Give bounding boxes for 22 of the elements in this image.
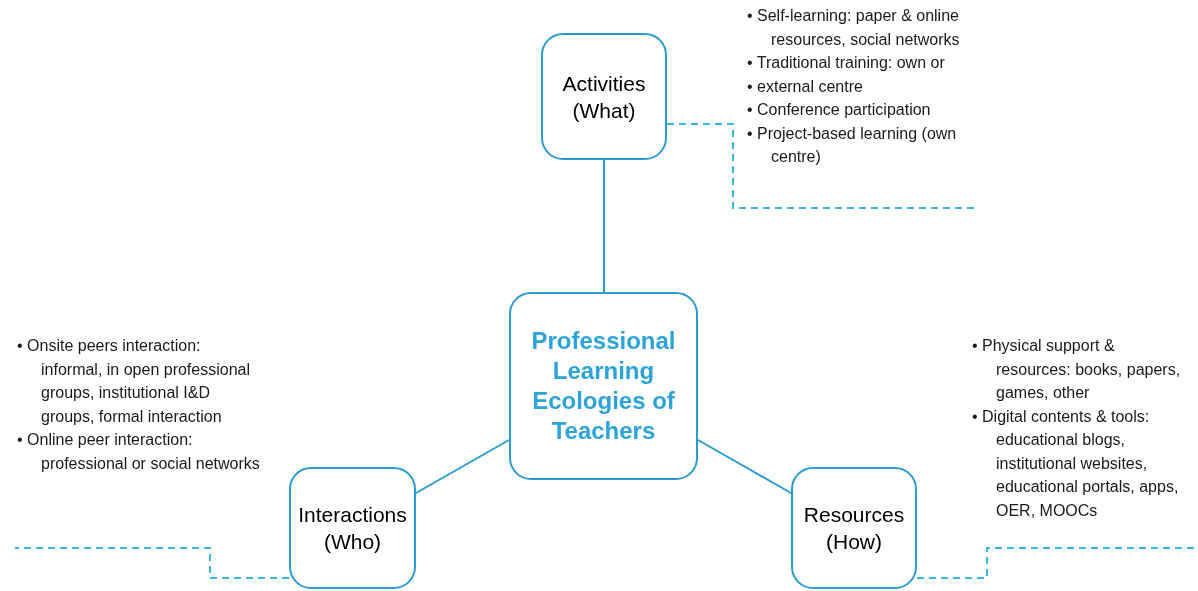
topic-box [791, 467, 917, 589]
bullet-item: • Online peer interaction: professional or social networks [16, 430, 261, 474]
topic-label: Activities (What) [561, 70, 647, 124]
bullet-item: • Physical support & resources: books, papers, games, other [971, 336, 1182, 403]
bullet-item: • external centre [746, 76, 864, 97]
topic-box [541, 33, 667, 160]
topic-label: Interactions (Who) [297, 502, 408, 555]
topic-box [289, 467, 416, 589]
topic-label: Resources (How) [802, 502, 906, 555]
dashed-connector [14, 547, 290, 579]
dashed-connector [916, 547, 1197, 579]
central-topic-box [509, 292, 698, 480]
connector-line [697, 439, 792, 494]
bullet-item: • Conference participation [746, 100, 932, 120]
bullet-item: • Onsite peers interaction: informal, in open professional groups, institutional I&D groups, formal interaction [16, 336, 251, 427]
bullet-item: • Project-based learning (own centre) [746, 123, 958, 167]
bullet-item: • Self-learning: paper & online resources, social networks [746, 6, 961, 50]
bullet-item: • Digital contents & tools: educational blogs, institutional websites, educational portals, apps, OER, MOOCs [971, 406, 1180, 521]
connector-line [603, 159, 605, 293]
bullet-item: • Traditional training: own or [746, 53, 946, 73]
connector-line [415, 439, 510, 494]
central-topic-title: Professional Learning Ecologies of Teachers [530, 326, 677, 446]
